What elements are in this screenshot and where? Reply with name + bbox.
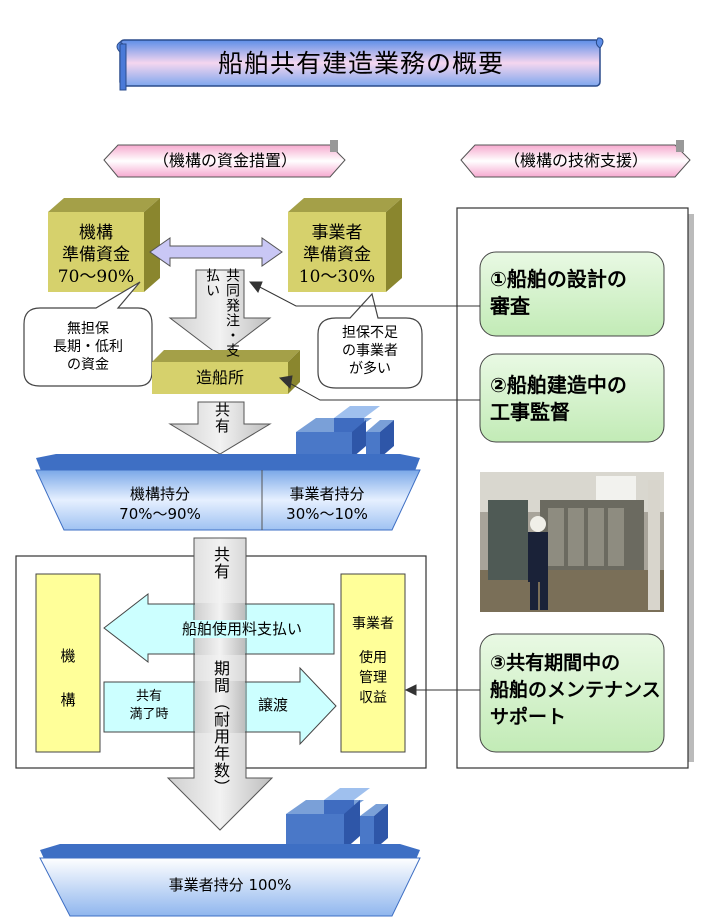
jigyo-box-line4: 収益 <box>359 690 387 706</box>
support-box-2 <box>479 353 665 443</box>
support-box-3 <box>479 633 665 753</box>
transfer-label: 譲渡 <box>257 696 288 714</box>
bubble-left-line2: 長期・低利 <box>53 339 123 355</box>
ship1-kikou-share: 機構持分 70%〜90% <box>60 484 260 524</box>
kikou-box-line1: 機 <box>60 647 76 665</box>
joint-order-arrow <box>168 269 272 357</box>
support2-line1: ②船舶建造中の <box>490 373 627 397</box>
ship1-right-line1: 事業者持分 <box>289 485 365 503</box>
jigyo-box-line3: 管理 <box>359 670 387 686</box>
kikou-box-label: 機 構 <box>36 634 100 722</box>
left-header-scroll <box>103 140 346 178</box>
joint-order-label: 共同発注・支払い <box>204 268 240 358</box>
ship1-left-line2: 70%〜90% <box>119 505 201 523</box>
support1-line1: ①船舶の設計の <box>490 267 627 291</box>
ship-2 <box>39 788 421 917</box>
jigyo-box-label: 事業者 使用 管理 収益 <box>341 614 405 708</box>
support3-text: ③共有期間中の 船舶のメンテナンス サポート <box>490 650 662 731</box>
bubble-left-line1: 無担保 <box>67 321 109 337</box>
support-box-1 <box>479 251 665 337</box>
support1-text: ①船舶の設計の 審査 <box>490 266 662 320</box>
bubble-right-line3: が多い <box>349 361 391 377</box>
title-scroll <box>116 37 604 91</box>
support3-line2: 船舶のメンテナンス <box>490 679 661 701</box>
ship1-right-line2: 30%〜10% <box>286 505 368 523</box>
bubble-left <box>23 281 153 387</box>
support2-line2: 工事監督 <box>490 400 570 424</box>
kikou-fund-label: 機構 準備資金 70〜90% <box>48 222 144 288</box>
period-arrow-top: 共有 <box>211 546 230 580</box>
jigyo-fund-label: 事業者 準備資金 10〜30% <box>288 222 386 288</box>
right-header-label: （機構の技術支援） <box>503 151 648 170</box>
shipyard-label: 造船所 <box>195 368 244 387</box>
ship-1 <box>35 406 421 531</box>
kyoyu-arrow <box>168 401 272 455</box>
kikou-fund-line1: 機構 <box>79 223 113 243</box>
bubble-left-line3: の資金 <box>67 357 109 373</box>
support3-line3: サポート <box>490 706 567 728</box>
jigyo-fund-line1: 事業者 <box>311 223 363 243</box>
expiry-line2: 満了時 <box>129 707 169 722</box>
jigyo-fund-line3: 10〜30% <box>298 267 376 287</box>
usage-fee-text: 船舶使用料支払い <box>179 620 304 638</box>
bubble-left-text: 無担保 長期・低利 の資金 <box>28 320 148 374</box>
kikou-yellow-box <box>35 573 101 753</box>
right-header-scroll <box>460 140 691 178</box>
bubble-right-text: 担保不足 の事業者 が多い <box>320 324 420 378</box>
usage-fee-label: 船舶使用料支払い <box>150 620 334 639</box>
kikou-fund-line2: 準備資金 <box>62 245 130 265</box>
jigyo-box-line1: 事業者 <box>352 616 394 632</box>
ship2-share-label: 事業者持分 100% <box>168 876 292 894</box>
jigyo-box-line2: 使用 <box>359 650 387 666</box>
bubble-right <box>317 292 423 389</box>
ship1-left-line1: 機構持分 <box>129 485 190 503</box>
period-arrow-bottom: 期間（耐用年数） <box>211 660 230 796</box>
ship1-jigyo-share: 事業者持分 30%〜10% <box>262 484 392 524</box>
expiry-line1: 共有 <box>135 689 162 704</box>
left-header-label: （機構の資金措置） <box>152 151 297 170</box>
fund-double-arrow <box>149 237 283 267</box>
bubble-right-line2: の事業者 <box>342 343 398 359</box>
engine-room-photo <box>480 472 664 612</box>
bubble-right-line1: 担保不足 <box>342 325 398 341</box>
connector-review <box>248 281 480 307</box>
kyoyu-arrow-label: 共有 <box>213 402 231 434</box>
expiry-label: 共有 満了時 <box>104 688 194 724</box>
jigyo-fund-line2: 準備資金 <box>303 245 371 265</box>
page-title: 船舶共有建造業務の概要 <box>217 49 504 78</box>
support1-line2: 審査 <box>490 294 530 318</box>
kikou-fund-box <box>48 198 160 292</box>
jigyo-fund-box <box>288 198 402 292</box>
kikou-box-line2: 構 <box>60 691 76 709</box>
shipyard-box <box>152 350 300 394</box>
support2-text: ②船舶建造中の 工事監督 <box>490 372 662 426</box>
connector-supervision <box>278 375 480 401</box>
connector-maintenance <box>404 684 480 696</box>
support3-line1: ③共有期間中の <box>490 652 621 674</box>
jigyo-yellow-box <box>340 573 406 753</box>
kikou-fund-line3: 70〜90% <box>57 267 135 287</box>
